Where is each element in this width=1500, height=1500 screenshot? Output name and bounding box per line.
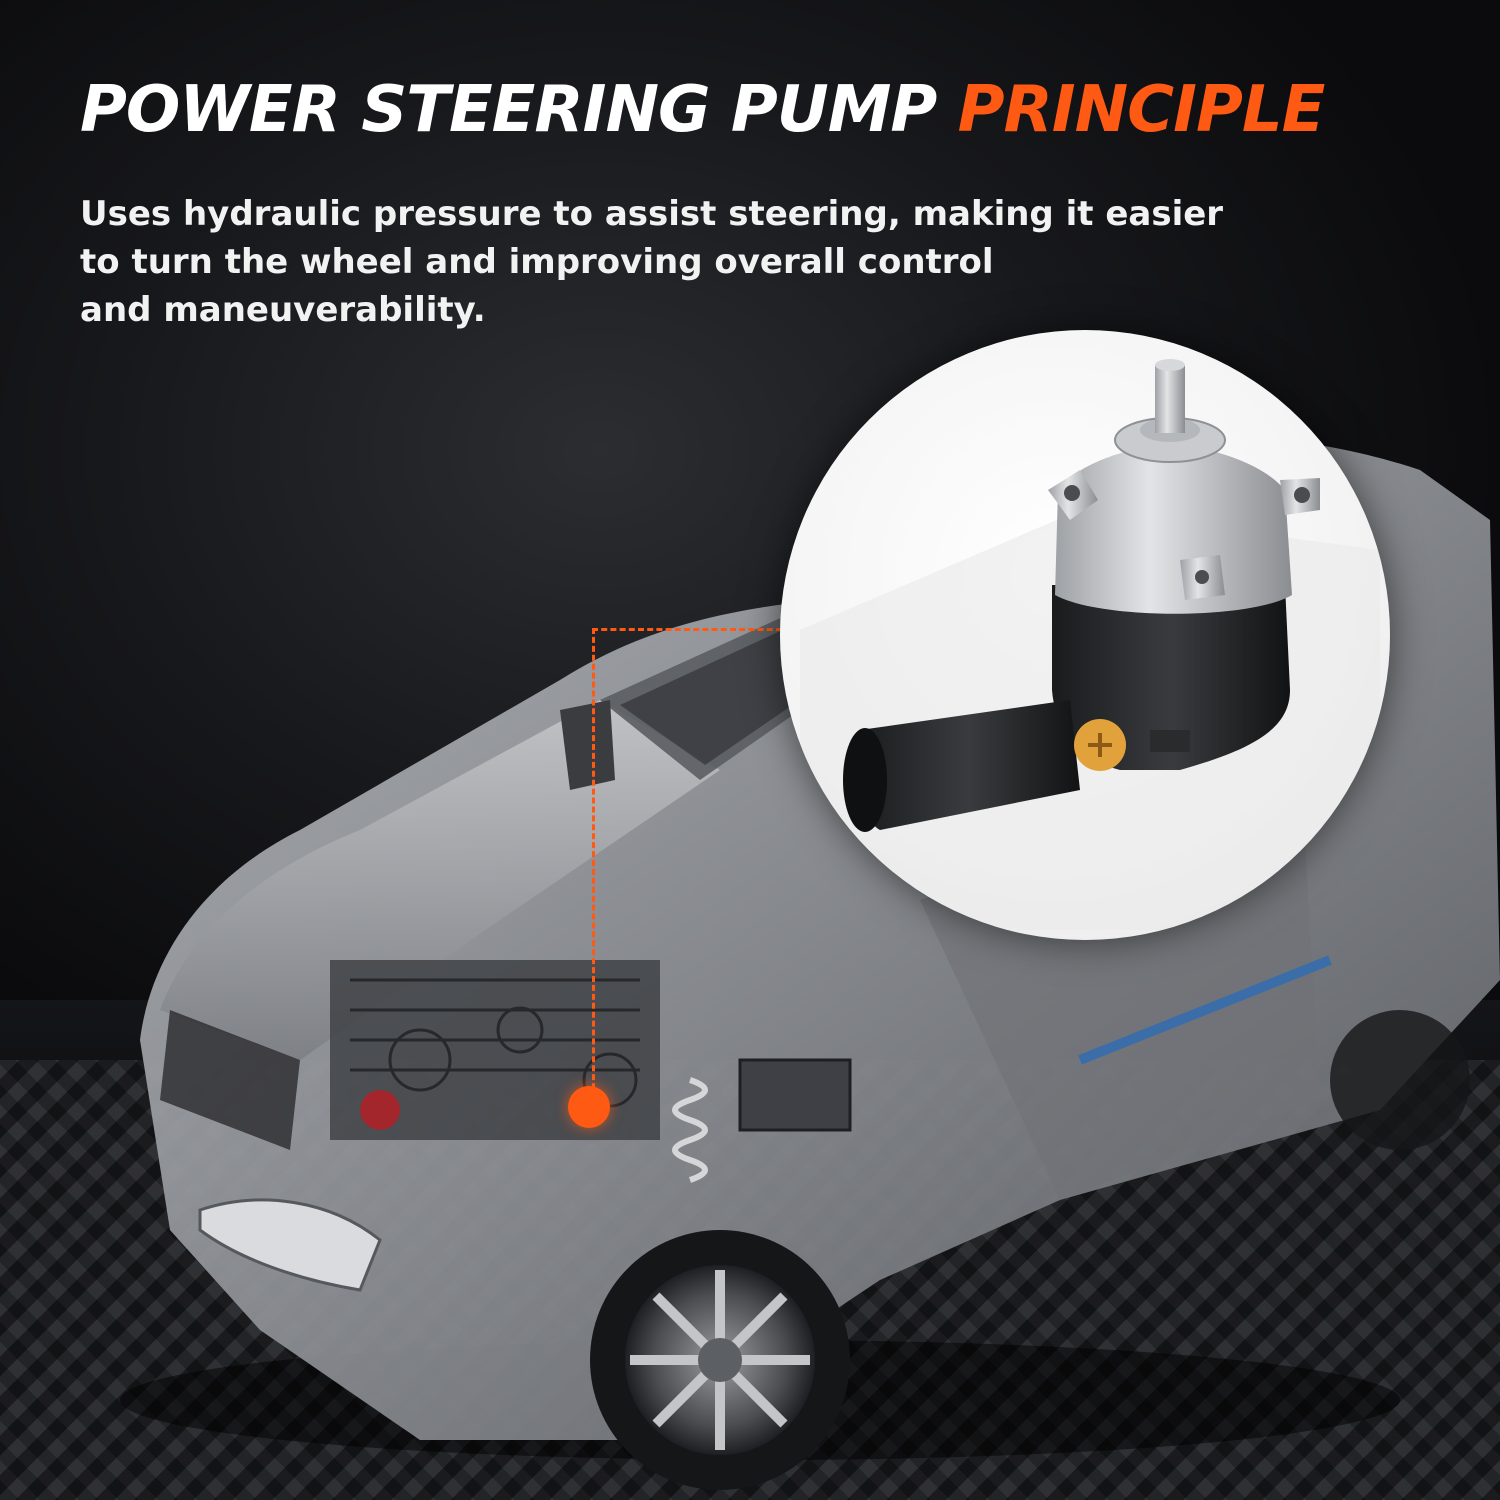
- description-line-1: Uses hydraulic pressure to assist steeri…: [80, 194, 1224, 234]
- pump-zoom-circle: [780, 330, 1390, 940]
- callout-line-vertical: [592, 628, 595, 1098]
- title-accent: PRINCIPLE: [957, 73, 1326, 147]
- description: Uses hydraulic pressure to assist steeri…: [80, 190, 1310, 334]
- description-line-3: and maneuverability.: [80, 290, 486, 330]
- title-main: POWER STEERING PUMP: [80, 73, 937, 147]
- power-steering-pump-image: [800, 359, 1380, 930]
- description-line-2: to turn the wheel and improving overall …: [80, 242, 994, 282]
- pump-location-marker: [568, 1086, 610, 1128]
- page-title: POWER STEERING PUMP PRINCIPLE: [80, 78, 1325, 142]
- callout-line-horizontal: [592, 628, 782, 631]
